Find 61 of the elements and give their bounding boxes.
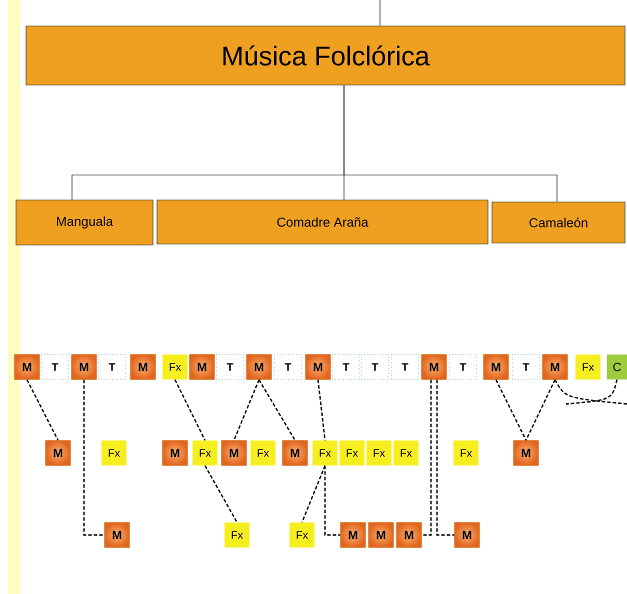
element-box: Fx [312,440,338,466]
element-box: M [162,440,188,466]
element-box: Fx [576,354,600,380]
root-box: Música Folclórica [26,26,626,86]
connector-line [324,466,340,536]
element-box: M [130,354,156,380]
element-box: Fx [454,440,478,466]
element-box: Fx [162,354,188,380]
element-box: M [305,354,331,380]
element-box: M [421,354,447,380]
connector-line [301,465,326,523]
element-box: M [483,354,509,380]
element-box: T [391,354,419,380]
element-box: M [340,522,366,548]
category-box: Camaleón [492,202,626,244]
connector-line [174,379,206,441]
element-box: T [274,354,302,380]
category-box: Manguala [16,200,154,246]
element-box: Fx [366,440,392,466]
element-box: T [216,354,244,380]
element-box: T [41,354,69,380]
element-box: M [282,440,308,466]
element-box: M [368,522,394,548]
element-box: C [607,354,627,380]
connector-line [436,380,454,536]
connector-line [422,380,432,536]
element-box: Fx [102,440,126,466]
element-box: Fx [224,522,250,548]
element-box: M [454,522,480,548]
element-box: Fx [250,440,276,466]
element-box: T [512,354,540,380]
connector-line [233,379,260,441]
element-box: M [45,440,71,466]
connector-line [344,85,558,202]
connector-line [495,379,527,441]
element-box: Fx [192,440,218,466]
element-box: M [542,354,568,380]
element-box: M [513,440,539,466]
connector-line [83,380,104,536]
element-box: Fx [340,440,364,466]
element-box: T [449,354,477,380]
element-box: T [98,354,126,380]
category-box: Comadre Araña [156,200,488,244]
element-box: M [189,354,215,380]
connector-line [258,379,296,441]
element-box: M [71,354,97,380]
element-box: M [396,522,422,548]
connector-line [26,379,59,441]
element-box: T [361,354,389,380]
element-box: T [332,354,360,380]
element-box: M [221,440,247,466]
connector-line [317,380,326,440]
element-box: M [14,354,40,380]
element-box: Fx [394,440,418,466]
connector-line [554,379,627,405]
element-box: M [104,522,130,548]
element-box: M [246,354,272,380]
connector-line [566,380,618,405]
connector-line [525,379,556,441]
connector-line [204,465,238,523]
element-box: Fx [290,522,314,548]
